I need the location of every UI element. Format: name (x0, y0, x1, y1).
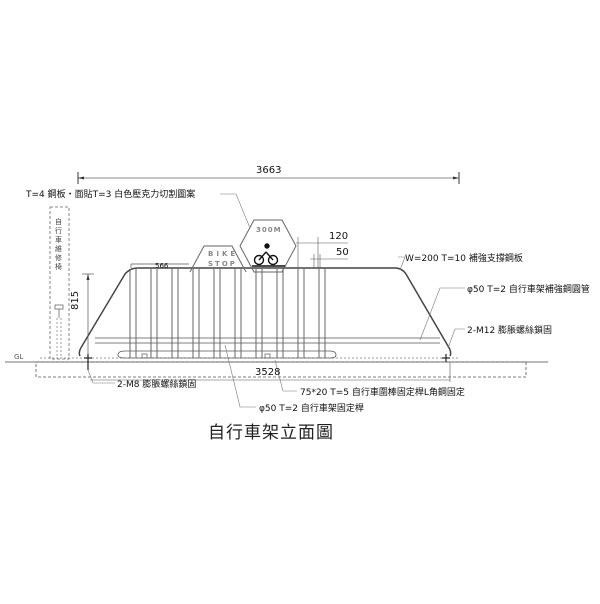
dimension-bar-spacing: 566 (155, 262, 169, 270)
repair-stand-label: 自行車維修椅 (55, 218, 62, 271)
dimension-height: 815 (70, 290, 81, 310)
dimension-bar-gap: 50 (336, 247, 349, 258)
dimension-plate-offset: 120 (329, 231, 349, 242)
drawing-title: 自行車架立面圖 (208, 423, 334, 443)
sign-stop-label: STOP (208, 260, 237, 268)
callout-fix-bar: φ50 T=2 自行車架固定桿 (259, 404, 364, 414)
cyclist-icon (252, 243, 285, 267)
sign-distance-label: 300M (256, 226, 282, 234)
dimension-base-length: 3528 (255, 367, 281, 378)
callout-reinforce-pipe: φ50 T=2 自行車架補強鋼圓管 (467, 285, 590, 295)
callout-anchor-m12: 2-M12 膨脹螺絲鎖固 (467, 326, 553, 336)
callout-top-plate: T=4 鋼板・面貼T=3 白色壓克力切割圖案 (26, 190, 196, 200)
ground-level-label: GL (14, 353, 24, 361)
dimension-overall-length: 3663 (256, 165, 282, 176)
callout-l-angle: 75*20 T=5 自行車圍棒固定桿L角鋼固定 (300, 388, 465, 398)
callout-anchor-m8: 2-M8 膨脹螺絲鎖固 (117, 380, 197, 390)
sign-bike-label: BIKE (208, 250, 239, 258)
callout-support-plate: W=200 T=10 補強支撐鋼板 (405, 254, 523, 264)
